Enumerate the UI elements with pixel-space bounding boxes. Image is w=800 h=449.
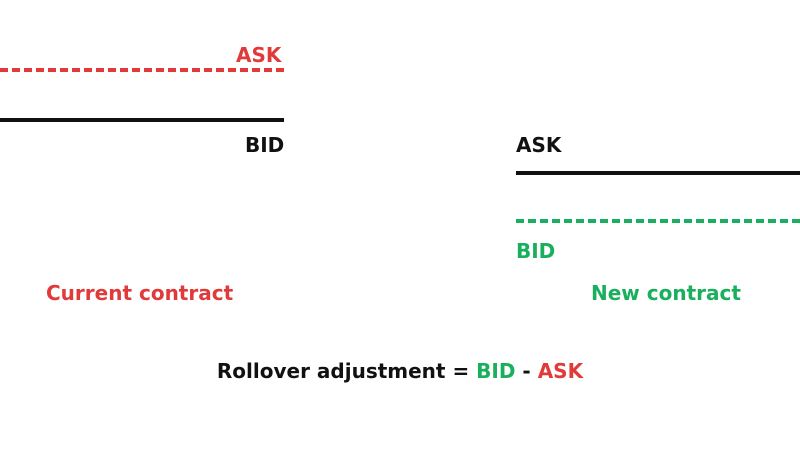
new-ask-label: ASK bbox=[516, 133, 562, 157]
new-ask-line bbox=[516, 171, 800, 175]
formula-prefix: Rollover adjustment = bbox=[216, 359, 477, 383]
current-bid-line bbox=[0, 118, 284, 122]
current-ask-line bbox=[0, 68, 284, 72]
new-bid-line bbox=[516, 219, 800, 223]
formula-bid: BID bbox=[476, 359, 516, 383]
new-bid-label: BID bbox=[516, 239, 556, 263]
formula-ask: ASK bbox=[537, 359, 584, 383]
current-contract-title: Current contract bbox=[46, 281, 234, 305]
rollover-formula: Rollover adjustment = BID - ASK bbox=[0, 358, 800, 384]
new-contract-title: New contract bbox=[591, 281, 741, 305]
current-bid-label: BID bbox=[245, 133, 285, 157]
current-ask-label: ASK bbox=[236, 43, 282, 67]
formula-minus: - bbox=[515, 359, 538, 383]
